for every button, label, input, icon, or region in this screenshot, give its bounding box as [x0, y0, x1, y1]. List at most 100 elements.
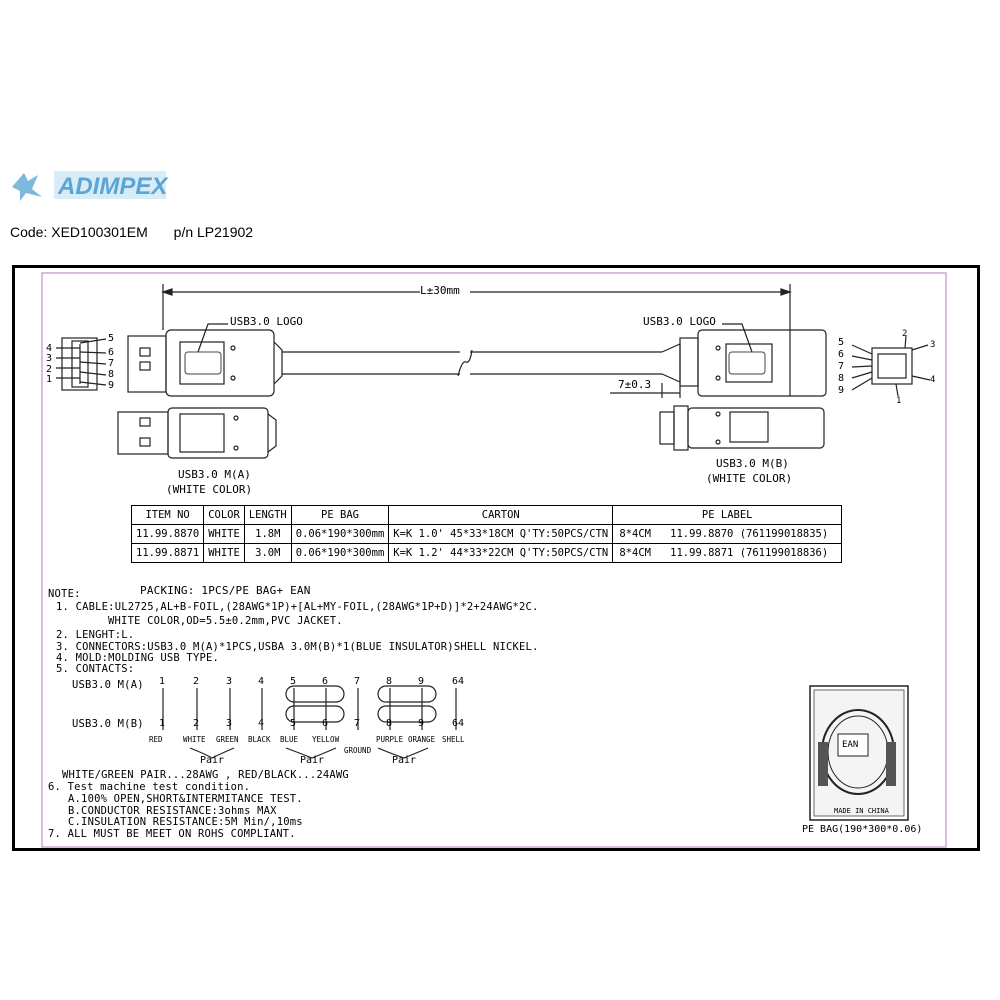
note-1b: WHITE COLOR,OD=5.5±0.2mm,PVC JACKET. [108, 615, 343, 627]
cell-carton: K=K 1.0' 45*33*18CM Q'TY:50PCS/CTN [388, 524, 614, 544]
contact-pin-a: 4 [258, 676, 265, 687]
contact-color: BLUE [280, 735, 299, 744]
contact-pin-b: 9 [418, 718, 425, 729]
right-pin-1: 1 [896, 396, 902, 406]
note-title: NOTE: [48, 588, 81, 600]
bag-caption: PE BAG(190*300*0.06) [802, 824, 923, 835]
drawing-frame [12, 265, 980, 851]
length-label: L±30mm [420, 284, 460, 297]
cell-label: 11.99.8870 (761199018835) [657, 524, 843, 544]
left-pin-5: 5 [108, 333, 115, 344]
cell-pebag: 0.06*190*300mm [290, 524, 390, 544]
bag-ean: EAN [842, 740, 859, 750]
contact-pin-a: 7 [354, 676, 361, 687]
contact-pin-b: 64 [452, 718, 465, 729]
table-row: 11.99.8871 WHITE 3.0M 0.06*190*300mm K=K… [130, 543, 843, 563]
logo-label-left: USB3.0 LOGO [230, 315, 303, 328]
left-pin-2: 2 [46, 364, 53, 375]
col-carton: CARTON [388, 505, 614, 525]
contact-color: ORANGE [408, 735, 436, 744]
left-pin-3: 3 [46, 353, 53, 364]
right-caption-2: (WHITE COLOR) [706, 472, 793, 485]
note-6a: A.100% OPEN,SHORT&INTERMITANCE TEST. [68, 793, 303, 805]
contact-color: PURPLE [376, 735, 404, 744]
pair-label-3: Pair [392, 755, 417, 766]
contact-color: WHITE [183, 735, 206, 744]
cell-length: 1.8M [243, 524, 292, 544]
contacts-row-b: USB3.0 M(B) [72, 718, 144, 730]
left-caption-1: USB3.0 M(A) [178, 468, 251, 481]
note-6: 6. Test machine test condition. [48, 781, 251, 793]
cell-label-size: 8*4CM [612, 543, 658, 563]
note-5: 5. CONTACTS: [56, 663, 135, 675]
contact-pin-b: 8 [386, 718, 393, 729]
contact-color: SHELL [442, 735, 465, 744]
contact-color: GREEN [216, 735, 239, 744]
col-item-no: ITEM NO [130, 505, 205, 525]
brand-name: ADIMPEX [57, 173, 169, 200]
contact-pin-a: 8 [386, 676, 393, 687]
note-4: 4. MOLD:MOLDING USB TYPE. [56, 652, 220, 664]
item-table: ITEM NO COLOR LENGTH PE BAG CARTON PE LA… [130, 505, 843, 563]
contact-pin-a: 6 [322, 676, 329, 687]
contact-pin-a: 5 [290, 676, 297, 687]
right-pin-5: 5 [838, 337, 845, 348]
col-pe-label: PE LABEL [612, 505, 843, 525]
right-pin-9: 9 [838, 385, 845, 396]
cell-color: WHITE [203, 543, 245, 563]
col-length: LENGTH [243, 505, 292, 525]
cell-item: 11.99.8871 [130, 543, 205, 563]
left-caption-2: (WHITE COLOR) [166, 483, 253, 496]
pair-label-1: Pair [200, 755, 225, 766]
cell-color: WHITE [203, 524, 245, 544]
code-line: Code: XED100301EM p/n LP21902 [10, 224, 275, 240]
col-color: COLOR [203, 505, 245, 525]
contact-pin-b: 7 [354, 718, 361, 729]
contact-color: BLACK [248, 735, 271, 744]
note-1: 1. CABLE:UL2725,AL+B-FOIL,(28AWG*1P)+[AL… [56, 601, 539, 613]
cell-label-size: 8*4CM [612, 524, 658, 544]
left-pin-1: 1 [46, 374, 53, 385]
cell-length: 3.0M [243, 543, 292, 563]
contact-pin-b: 3 [226, 718, 233, 729]
left-pin-7: 7 [108, 358, 115, 369]
right-pin-8: 8 [838, 373, 845, 384]
note-6c: C.INSULATION RESISTANCE:5M Min/,10ms [68, 816, 303, 828]
table-row: 11.99.8870 WHITE 1.8M 0.06*190*300mm K=K… [130, 524, 843, 544]
right-pin-2: 2 [902, 329, 908, 339]
left-pin-9: 9 [108, 380, 115, 391]
contact-color: RED [149, 735, 163, 744]
right-pin-4: 4 [930, 375, 936, 385]
contact-pin-b: 5 [290, 718, 297, 729]
part-number: p/n LP21902 [173, 224, 254, 240]
left-pin-8: 8 [108, 369, 115, 380]
right-pin-7: 7 [838, 361, 845, 372]
note-pair: WHITE/GREEN PAIR...28AWG , RED/BLACK...2… [62, 769, 349, 781]
contact-pin-a: 2 [193, 676, 200, 687]
adimpex-logo: ADIMPEX [12, 171, 169, 201]
table-header-row: ITEM NO COLOR LENGTH PE BAG CARTON PE LA… [130, 505, 843, 525]
col-pe-bag: PE BAG [290, 505, 390, 525]
contact-pin-b: 2 [193, 718, 200, 729]
dim-label: 7±0.3 [618, 378, 652, 391]
left-pin-4: 4 [46, 343, 53, 354]
contact-pin-a: 3 [226, 676, 233, 687]
contact-pin-a: 64 [452, 676, 465, 687]
contact-pin-b: 6 [322, 718, 329, 729]
note-7: 7. ALL MUST BE MEET ON ROHS COMPLIANT. [48, 828, 296, 840]
contact-color: GROUND [344, 746, 372, 755]
contact-pin-a: 1 [159, 676, 166, 687]
contacts-row-a: USB3.0 M(A) [72, 679, 144, 691]
right-pin-6: 6 [838, 349, 845, 360]
contact-pin-a: 9 [418, 676, 425, 687]
contact-pin-b: 1 [159, 718, 166, 729]
right-caption-1: USB3.0 M(B) [716, 457, 789, 470]
product-code: Code: XED100301EM [10, 224, 148, 240]
right-pin-3: 3 [930, 340, 936, 350]
logo-label-right: USB3.0 LOGO [643, 315, 716, 328]
cell-carton: K=K 1.2' 44*33*22CM Q'TY:50PCS/CTN [388, 543, 614, 563]
cell-label: 11.99.8871 (761199018836) [657, 543, 843, 563]
cell-pebag: 0.06*190*300mm [290, 543, 390, 563]
contact-pin-b: 4 [258, 718, 265, 729]
